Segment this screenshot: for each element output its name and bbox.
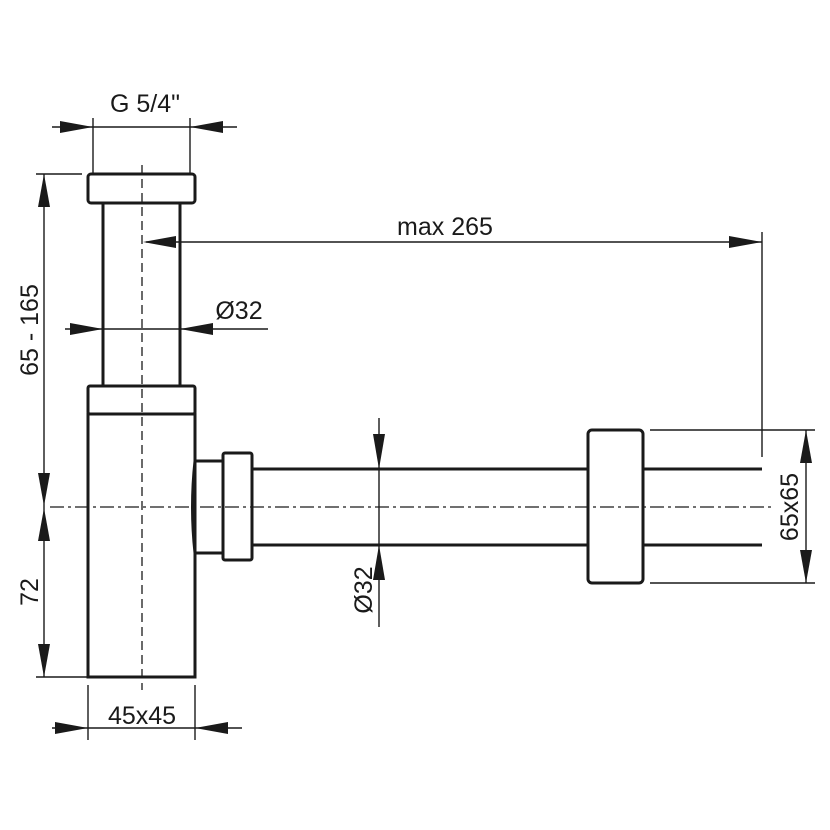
lower-height-label: 72 xyxy=(16,578,44,606)
wall-flange xyxy=(586,428,645,585)
dim-body-size: 45x45 xyxy=(52,685,242,740)
upper-diameter-label: Ø32 xyxy=(215,297,262,325)
dim-max-length: max 265 xyxy=(143,213,763,457)
max-length-label: max 265 xyxy=(397,213,493,241)
wall-flange-label: 65x65 xyxy=(776,473,804,541)
arrow-icon xyxy=(60,121,93,133)
arrow-icon xyxy=(729,236,762,248)
dim-upper-diameter: Ø32 xyxy=(65,297,268,335)
arrow-icon xyxy=(38,644,50,677)
arrow-icon xyxy=(38,174,50,207)
body-size-label: 45x45 xyxy=(108,702,176,730)
arrow-icon xyxy=(143,236,176,248)
arrow-icon xyxy=(190,121,223,133)
outlet-nut xyxy=(221,451,254,562)
outlet-diameter-label: Ø32 xyxy=(350,566,378,613)
arrow-icon xyxy=(180,323,213,335)
arrow-icon xyxy=(800,430,812,463)
outlet-connector xyxy=(191,459,225,555)
arrow-icon xyxy=(38,473,50,506)
thread-label: G 5/4" xyxy=(110,90,180,118)
arrow-icon xyxy=(55,722,88,734)
arrow-icon xyxy=(373,545,385,580)
dim-wall-flange: 65x65 xyxy=(650,429,815,584)
arrow-icon xyxy=(195,722,228,734)
arrow-icon xyxy=(373,434,385,469)
arrow-icon xyxy=(38,508,50,541)
arrow-icon xyxy=(70,323,103,335)
height-range-label: 65 - 165 xyxy=(16,284,44,376)
arrow-icon xyxy=(800,550,812,583)
dim-outlet-diameter: Ø32 xyxy=(350,418,385,627)
dim-thread: G 5/4" xyxy=(52,90,237,174)
dim-heights: 65 - 165 72 xyxy=(16,173,88,678)
